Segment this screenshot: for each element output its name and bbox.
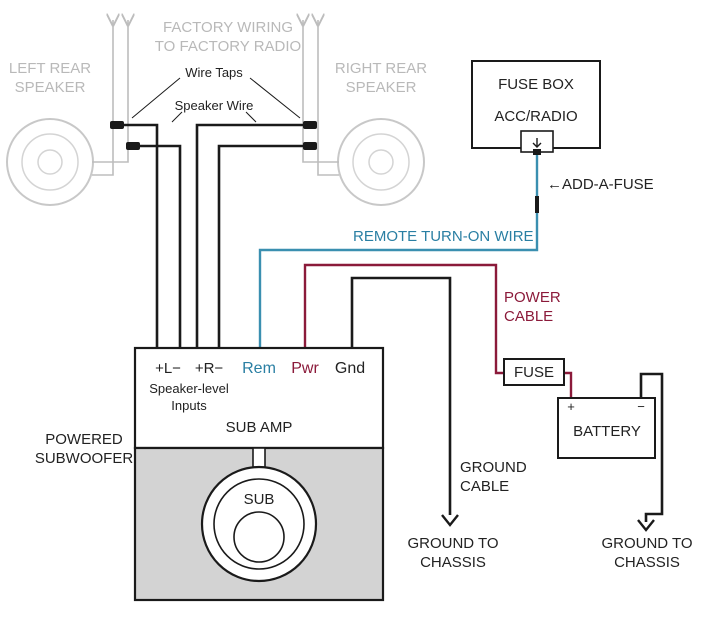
battery-minus-label: −	[637, 399, 645, 414]
left-speaker-label-2: SPEAKER	[15, 79, 86, 96]
fuse-box	[471, 60, 601, 155]
ground-arrows	[441, 514, 655, 532]
speaker-wires	[120, 123, 664, 522]
speaker-level-label-2: Inputs	[171, 398, 207, 413]
power-cable	[303, 263, 573, 398]
acc-radio-label: ACC/RADIO	[494, 108, 577, 125]
ground-cable-label-1: GROUND	[460, 459, 527, 476]
wire-tap-connectors	[110, 121, 317, 150]
factory-wiring	[92, 20, 339, 176]
sub-label: SUB	[244, 491, 275, 508]
power-cable-label-1: POWER	[504, 289, 561, 306]
battery-label: BATTERY	[573, 423, 641, 440]
terminal-left-label: +L−	[155, 360, 181, 377]
sub-amp-label: SUB AMP	[226, 419, 293, 436]
remote-turn-on-wire	[258, 155, 539, 348]
factory-wiring-label-1: FACTORY WIRING	[163, 19, 293, 36]
powered-subwoofer-label-2: SUBWOOFER	[35, 450, 134, 467]
speaker-level-label-1: Speaker-level	[149, 381, 229, 396]
right-speaker-label-2: SPEAKER	[346, 79, 417, 96]
right-speaker-label-1: RIGHT REAR	[335, 60, 427, 77]
battery-plus-label: +	[567, 399, 575, 414]
factory-wiring-label-2: TO FACTORY RADIO	[155, 38, 301, 55]
left-rear-speaker	[6, 118, 94, 206]
ground-chassis2-label-2: CHASSIS	[614, 554, 680, 571]
ground-chassis-label-1: GROUND TO	[407, 535, 498, 552]
left-speaker-label-1: LEFT REAR	[9, 60, 91, 77]
add-a-fuse-label: ←ADD-A-FUSE	[547, 176, 654, 193]
wire-taps-label: Wire Taps	[185, 65, 243, 80]
battery	[557, 397, 656, 459]
remote-turn-on-label: REMOTE TURN-ON WIRE	[353, 228, 534, 245]
fuse-label: FUSE	[514, 364, 554, 381]
ground-cable-label-2: CABLE	[460, 478, 509, 495]
right-rear-speaker	[337, 118, 425, 206]
speaker-wire-label: Speaker Wire	[175, 98, 254, 113]
inline-fuse	[503, 358, 565, 386]
fuse-box-label: FUSE BOX	[498, 76, 574, 93]
terminal-right-label: +R−	[195, 360, 224, 377]
add-a-fuse-connector	[535, 196, 539, 213]
powered-subwoofer	[133, 346, 385, 602]
terminal-rem-label: Rem	[242, 360, 276, 377]
powered-subwoofer-label-1: POWERED	[45, 431, 123, 448]
label-pointers	[131, 77, 301, 123]
power-cable-label-2: CABLE	[504, 308, 553, 325]
ground-chassis2-label-1: GROUND TO	[601, 535, 692, 552]
terminal-pwr-label: Pwr	[291, 360, 319, 377]
ground-chassis-label-2: CHASSIS	[420, 554, 486, 571]
terminal-gnd-label: Gnd	[335, 360, 365, 377]
